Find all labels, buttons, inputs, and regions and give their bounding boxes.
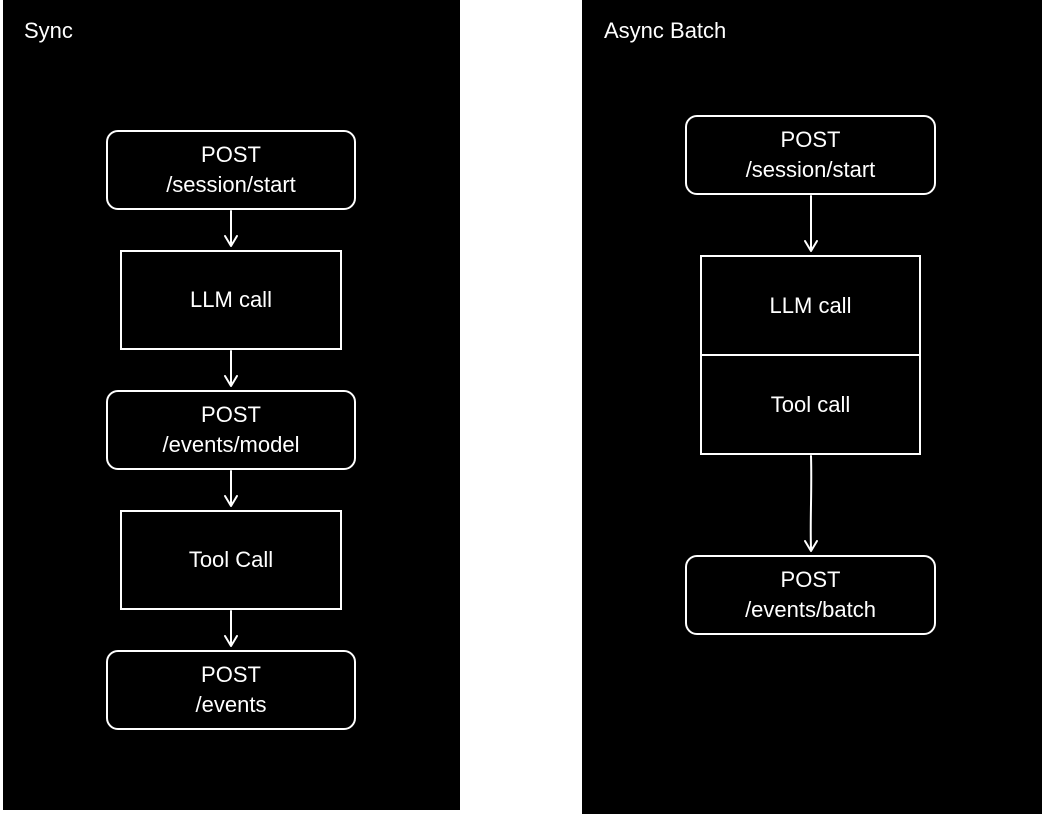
async-session-start-node: POST /session/start <box>685 115 936 195</box>
async-tool-call-node: Tool call <box>700 354 921 455</box>
sync-tool-call-label: Tool Call <box>188 547 274 572</box>
sync-events-node: POST /events <box>106 650 356 730</box>
async-batch-panel-title: Async Batch <box>604 18 727 43</box>
sync-events-method: POST <box>201 662 261 687</box>
sync-panel-title: Sync <box>24 18 73 43</box>
async-session-start-path: /session/start <box>745 157 876 182</box>
sync-session-start-path: /session/start <box>166 172 296 197</box>
sync-events-path: /events <box>195 692 267 717</box>
sync-events-model-path: /events/model <box>162 432 300 457</box>
async-events-batch-path: /events/batch <box>745 597 876 622</box>
sync-session-start-node: POST /session/start <box>106 130 356 210</box>
sync-session-start-method: POST <box>201 142 261 167</box>
sync-events-model-node: POST /events/model <box>106 390 356 470</box>
sync-events-model-method: POST <box>201 402 261 427</box>
async-llm-call-label: LLM call <box>769 292 852 318</box>
async-session-start-method: POST <box>780 127 841 152</box>
async-tool-call-label: Tool call <box>770 391 851 417</box>
async-events-batch-node: POST /events/batch <box>685 555 936 635</box>
sync-llm-call-label: LLM call <box>190 287 272 312</box>
sync-llm-call-node: LLM call <box>120 250 342 350</box>
sync-tool-call-node: Tool Call <box>120 510 342 610</box>
async-events-batch-method: POST <box>780 567 841 592</box>
async-llm-call-node: LLM call <box>700 255 921 356</box>
